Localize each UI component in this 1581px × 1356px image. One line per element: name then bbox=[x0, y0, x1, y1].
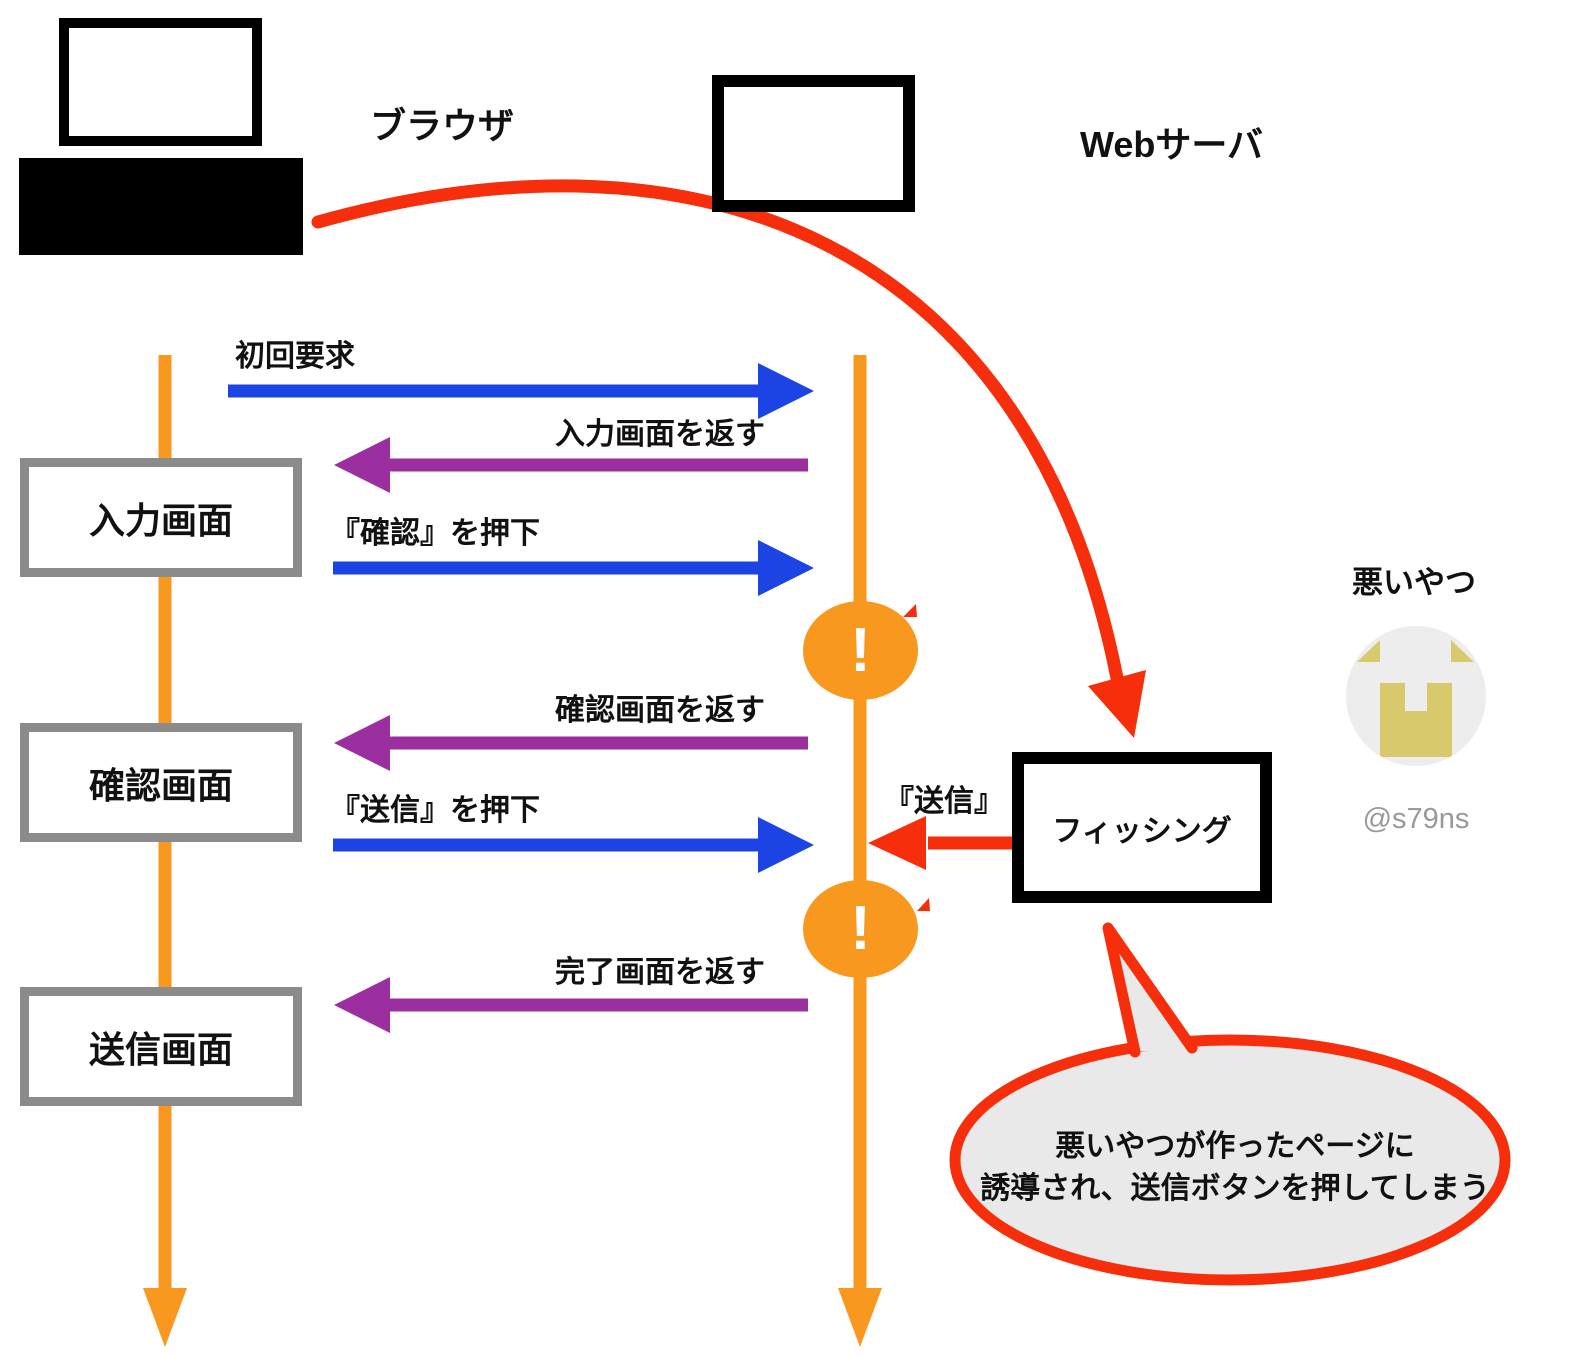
speech-bubble-tail bbox=[1102, 922, 1198, 1058]
speech-bubble-ellipse bbox=[949, 1034, 1511, 1286]
arrow-press-send-head-icon bbox=[758, 817, 814, 873]
red-speck-icon bbox=[917, 898, 930, 911]
message-label-press-confirm: 『確認』を押下 bbox=[330, 517, 540, 550]
message-label-return-input-screen: 入力画面を返す bbox=[555, 418, 765, 451]
phishing-redirect-arc bbox=[311, 179, 1124, 685]
message-label-return-confirm-screen: 確認画面を返す bbox=[555, 694, 765, 727]
arrow-return-complete-screen-head-icon bbox=[334, 977, 390, 1033]
attacker-avatar-icon bbox=[1357, 640, 1474, 757]
arrow-initial-request-head-icon bbox=[758, 363, 814, 419]
arrow-press-confirm-head-icon bbox=[758, 540, 814, 596]
phishing-redirect-arc-head-icon bbox=[1088, 670, 1146, 738]
browser-lifeline-arrowhead-icon bbox=[143, 1288, 187, 1347]
speech-bubble-text: 悪いやつが作ったページに 誘導され、送信ボタンを押してしまう bbox=[935, 1126, 1535, 1210]
laptop-base-icon bbox=[19, 158, 303, 255]
screen-box-send-label: 送信画面 bbox=[88, 1028, 233, 1070]
exclamation-icon: ! bbox=[850, 894, 871, 963]
screen-box-input: 入力画面 bbox=[20, 458, 302, 577]
message-label-press-send: 『送信』を押下 bbox=[330, 794, 540, 827]
arrow-return-input-screen-head-icon bbox=[334, 437, 390, 493]
attacker-handle: @s79ns bbox=[1362, 803, 1470, 835]
exclamation-icon: ! bbox=[850, 615, 871, 685]
speech-bubble-line: 悪いやつが作ったページに bbox=[1055, 1130, 1415, 1163]
red-speck-icon bbox=[903, 604, 917, 617]
laptop-icon bbox=[59, 18, 262, 146]
speech-bubble-line: 誘導され、送信ボタンを押してしまう bbox=[980, 1172, 1490, 1205]
phishing-send-arrow-head-icon bbox=[868, 816, 926, 870]
arrow-return-confirm-screen-head-icon bbox=[334, 715, 390, 771]
browser-label: ブラウザ bbox=[370, 105, 515, 146]
forged-send-label: 『送信』 bbox=[884, 785, 1004, 818]
server-lifeline-arrowhead-icon bbox=[838, 1288, 882, 1347]
web-server-label: Webサーバ bbox=[1080, 124, 1263, 165]
phishing-box: フィッシング bbox=[1012, 752, 1272, 903]
phishing-box-label: フィッシング bbox=[1052, 814, 1232, 848]
warning-badge: ! bbox=[803, 601, 918, 700]
screen-box-input-label: 入力画面 bbox=[88, 499, 233, 541]
web-server-icon bbox=[712, 75, 915, 212]
message-label-return-complete-screen: 完了画面を返す bbox=[555, 956, 765, 989]
screen-box-send: 送信画面 bbox=[20, 987, 302, 1106]
attacker-name: 悪いやつ bbox=[1352, 565, 1476, 600]
warning-badge: ! bbox=[803, 880, 918, 978]
screen-box-confirm: 確認画面 bbox=[20, 723, 302, 842]
screen-box-confirm-label: 確認画面 bbox=[88, 764, 233, 806]
attacker-avatar bbox=[1346, 626, 1486, 766]
message-label-initial-request: 初回要求 bbox=[235, 340, 355, 373]
